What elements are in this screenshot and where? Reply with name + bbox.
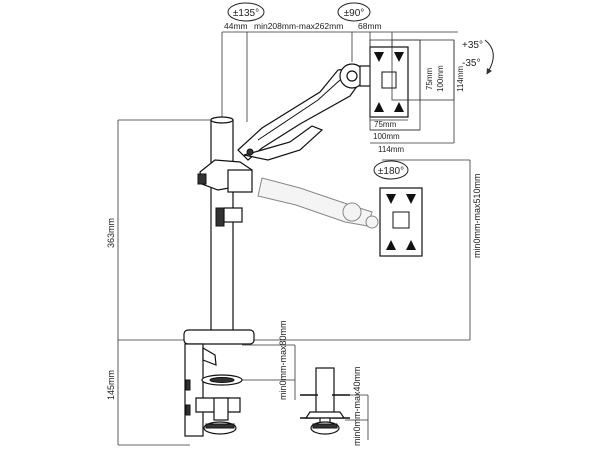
tilt-90-label: ±90° xyxy=(344,8,365,19)
dimension-labels: 44mm min208mm-max262mm 68mm 75mm 100mm 1… xyxy=(106,21,482,446)
grommet-plate xyxy=(304,411,346,419)
tilt-90-badge: ±90° xyxy=(337,2,371,22)
tilt-up-label: +35° xyxy=(462,40,483,51)
grommet-pole xyxy=(315,367,335,415)
clamp-range-label: min0mm-max80mm xyxy=(278,320,288,400)
offset-44-label: 44mm xyxy=(224,21,248,31)
clamp-upper-jaw xyxy=(202,346,217,366)
pole xyxy=(210,119,234,341)
vesa-75-h-label: 75mm xyxy=(374,120,397,129)
grommet-range-label: min0mm-max40mm xyxy=(352,366,362,446)
rotation-bubble-icon xyxy=(373,160,409,180)
grommet-knob-grip xyxy=(312,423,338,429)
plate-68-label: 68mm xyxy=(358,21,382,31)
lower-arm-body xyxy=(243,125,324,161)
height-range-label: min0mm-max510mm xyxy=(472,173,482,258)
vesa-100-h-label: 100mm xyxy=(373,132,400,141)
arm-pivot-screw xyxy=(246,148,254,156)
clamp-screw xyxy=(213,397,229,421)
swivel-135-badge: ±135° xyxy=(227,2,265,22)
dimension-lines xyxy=(117,31,471,446)
rotation-bubble-icon xyxy=(337,2,371,22)
pole-height-label: 363mm xyxy=(106,218,116,248)
clamp-slot-2 xyxy=(185,404,191,416)
tilt-down-label: -35° xyxy=(462,58,480,69)
arm-edge-line xyxy=(257,79,341,141)
ghost-tilt-knob xyxy=(365,215,379,229)
tilt-indicator: +35° -35° xyxy=(462,39,494,75)
clamp-slot-1 xyxy=(185,379,191,391)
vesa-100-v-label: 100mm xyxy=(436,65,445,92)
collar-lock xyxy=(227,169,253,193)
rotate-180-label: ±180° xyxy=(378,166,404,177)
cable-clip-cover xyxy=(223,207,243,223)
rotate-180-badge: ±180° xyxy=(373,160,409,180)
collar-knob xyxy=(197,173,207,185)
arm-range-label: min208mm-max262mm xyxy=(254,21,343,31)
lowered-arm-ghost xyxy=(257,177,423,257)
plate-114-v-label: 114mm xyxy=(456,66,465,92)
lower-vesa-plate xyxy=(379,187,423,257)
tilt-joint-center xyxy=(346,70,358,82)
vesa-75-v-label: 75mm xyxy=(425,67,434,90)
grommet-mount xyxy=(300,367,350,435)
pole-cap xyxy=(210,116,234,124)
cable-clip xyxy=(215,207,225,227)
curved-arrow-icon xyxy=(484,39,494,75)
rotation-bubble-icon xyxy=(227,2,265,22)
clamp-height-label: 145mm xyxy=(106,370,116,400)
main-arm xyxy=(237,63,375,161)
pole-assembly xyxy=(183,116,255,345)
upper-vesa-plate xyxy=(369,39,455,144)
base-plate xyxy=(183,329,255,345)
ghost-arm-joint xyxy=(342,202,362,222)
swivel-135-label: ±135° xyxy=(233,8,259,19)
clamp-pad-inner xyxy=(209,377,235,383)
plate-114-h-label: 114mm xyxy=(378,145,404,154)
desk-clamp xyxy=(184,343,243,437)
vesa-plate-outline xyxy=(369,46,409,118)
clamp-knob-grip xyxy=(205,423,235,429)
